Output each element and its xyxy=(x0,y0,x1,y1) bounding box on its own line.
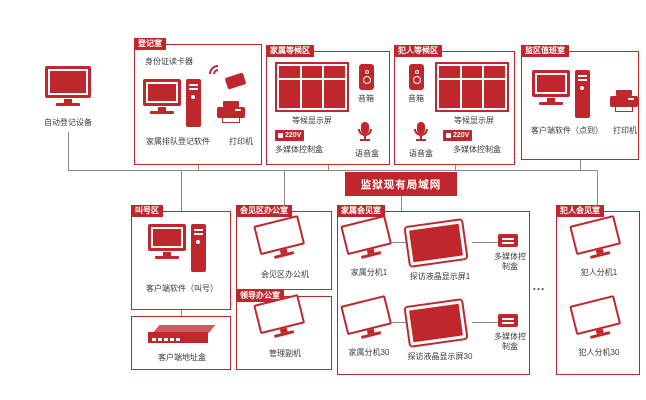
network-switch-icon xyxy=(148,325,216,343)
connector xyxy=(472,242,498,243)
room-family-meeting: 家属会见室 家属分机1 探访液晶显示屏1 多媒体控制盒 家属分机30 探访液晶显… xyxy=(337,205,530,375)
microphone-icon xyxy=(413,122,429,146)
connector-duty-room xyxy=(580,160,581,170)
room-prisoner-waiting-title: 犯人等候区 xyxy=(394,45,442,57)
room-meeting-office: 会见区办公室 会见区办公机 xyxy=(236,205,332,290)
room-prisoner-meeting: 犯人会见室 犯人分机1 犯人分机30 xyxy=(556,205,640,375)
connector-auto-register xyxy=(68,132,69,170)
room-registration: 登记室 身份证读卡器 家属排队登记软件 打印机 xyxy=(134,38,262,165)
voice-box-label: 语音盒 xyxy=(409,149,433,158)
connector-calling-area xyxy=(181,170,182,211)
prisoner-ext30-label: 犯人分机30 xyxy=(578,348,620,357)
room-leader-office-title: 领导办公室 xyxy=(236,290,284,302)
room-family-waiting: 家属等候区 音箱 等候显示屏 220V 多媒体控制盒 语音盒 xyxy=(266,45,390,165)
connector-prisoner-meeting xyxy=(597,170,598,211)
voice-box-label: 语音盒 xyxy=(355,149,379,158)
meeting-office-machine-label: 会见区办公机 xyxy=(261,270,309,279)
room-duty: 监区值班室 客户端软件（点到） 打印机 xyxy=(521,45,639,160)
tilted-monitor-icon xyxy=(569,294,623,342)
speaker-icon xyxy=(359,64,374,90)
auto-register-label: 自动登记设备 xyxy=(44,118,92,127)
connector-family-waiting xyxy=(328,165,329,170)
lan-banner: 监狱现有局域网 xyxy=(345,172,457,196)
video-wall-icon xyxy=(275,62,349,112)
printer-icon xyxy=(610,90,638,112)
lcd1-label: 探访液晶显示屏1 xyxy=(409,272,471,281)
tilted-monitor-icon xyxy=(340,214,394,262)
registration-software-label: 家属排队登记软件 xyxy=(146,137,210,146)
connector-prisoner-waiting xyxy=(455,165,456,170)
id-card-reader-icon xyxy=(205,61,247,90)
computer-icon xyxy=(148,224,206,272)
printer-icon xyxy=(217,101,245,123)
power-plug-badge: 220V xyxy=(443,130,473,141)
room-calling: 叫号区 客户端软件（叫号） xyxy=(131,205,231,310)
family-ext1-label: 家属分机1 xyxy=(350,268,388,277)
printer-label: 打印机 xyxy=(229,137,253,146)
tilted-monitor-icon xyxy=(569,214,623,262)
room-calling-title: 叫号区 xyxy=(131,205,163,217)
monitor-icon xyxy=(45,66,91,106)
connector-address-box xyxy=(181,310,182,316)
video-wall-icon xyxy=(435,62,509,112)
family-ext30-label: 家属分机30 xyxy=(348,348,390,357)
microphone-icon xyxy=(357,122,373,146)
tablet-screen-icon xyxy=(403,218,469,268)
waiting-screen-label: 等候显示屏 xyxy=(454,116,494,125)
control-box-icon xyxy=(498,314,518,327)
address-box-label: 客户端地址盒 xyxy=(158,353,206,362)
printer-label: 打印机 xyxy=(613,126,637,135)
leader-machine-label: 管理副机 xyxy=(269,349,301,358)
lcd30-label: 探访液晶显示屏30 xyxy=(407,352,473,361)
room-leader-office: 领导办公室 管理副机 xyxy=(236,290,332,370)
speaker-icon xyxy=(409,64,424,90)
computer-icon xyxy=(143,79,201,127)
connector xyxy=(392,242,408,243)
room-registration-title: 登记室 xyxy=(134,38,166,50)
power-plug-badge: 220V xyxy=(275,130,305,141)
waiting-screen-label: 等候显示屏 xyxy=(292,116,332,125)
connector xyxy=(392,322,408,323)
computer-icon xyxy=(532,70,590,118)
tilted-monitor-icon xyxy=(253,214,307,262)
ellipsis: … xyxy=(532,278,546,293)
connector-meeting-office xyxy=(284,170,285,211)
speaker-label: 音箱 xyxy=(408,94,424,103)
card-reader-label: 身份证读卡器 xyxy=(145,57,193,66)
room-family-meeting-title: 家属会见室 xyxy=(337,205,385,217)
connector-registration xyxy=(198,165,199,170)
control-box-icon xyxy=(498,234,518,247)
control-box-label: 多媒体控制盒 xyxy=(494,332,526,351)
speaker-label: 音箱 xyxy=(358,94,374,103)
connector xyxy=(472,322,498,323)
lan-bus-line xyxy=(68,170,597,171)
prisoner-ext1-label: 犯人分机1 xyxy=(580,268,618,277)
room-family-waiting-title: 家属等候区 xyxy=(266,45,314,57)
control-box-label: 多媒体控制盒 xyxy=(494,252,526,271)
connector-family-meeting xyxy=(401,194,402,211)
room-prisoner-meeting-title: 犯人会见室 xyxy=(556,205,604,217)
address-box-panel: 客户端地址盒 xyxy=(131,316,231,370)
control-box-label: 多媒体控制盒 xyxy=(453,145,501,154)
room-duty-title: 监区值班室 xyxy=(521,45,569,57)
control-box-label: 多媒体控制盒 xyxy=(275,145,323,154)
calling-client-label: 客户端软件（叫号） xyxy=(146,284,218,293)
room-prisoner-waiting: 犯人等候区 音箱 等候显示屏 语音盒 220V 多媒体控制盒 xyxy=(394,45,515,165)
tablet-screen-icon xyxy=(403,298,469,348)
duty-client-label: 客户端软件（点到） xyxy=(531,126,603,135)
tilted-monitor-icon xyxy=(340,294,394,342)
room-meeting-office-title: 会见区办公室 xyxy=(236,205,292,217)
